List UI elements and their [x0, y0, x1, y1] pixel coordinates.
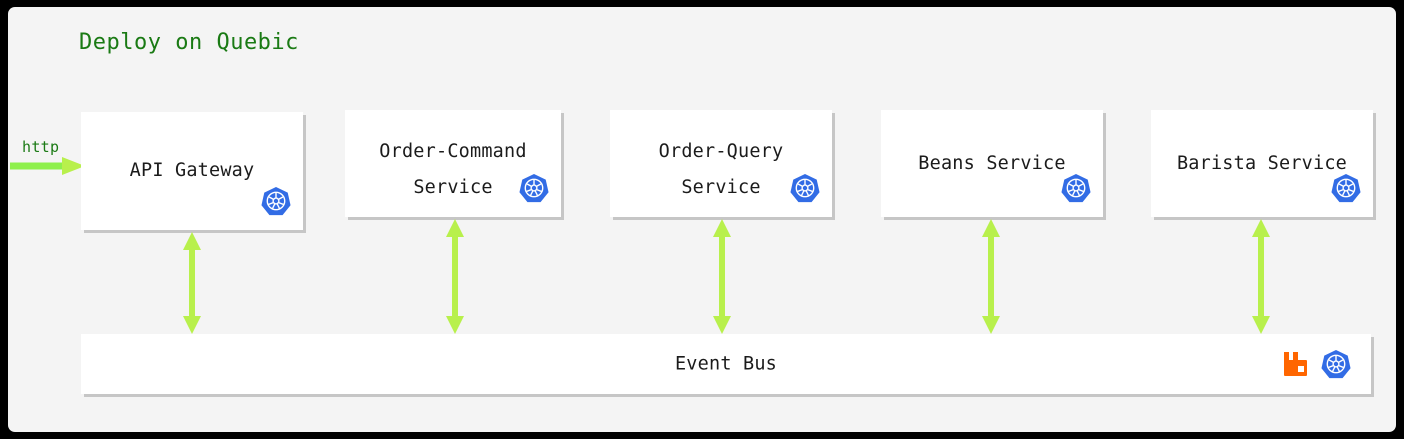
service-label: API Gateway — [129, 160, 255, 181]
bidirectional-arrow-icon — [982, 219, 1000, 334]
bidirectional-arrow-icon — [446, 219, 464, 334]
service-box[interactable]: Beans Service — [881, 110, 1103, 217]
kubernetes-icon — [1321, 349, 1351, 379]
bidirectional-arrow-icon — [1252, 219, 1270, 334]
service-box[interactable]: Barista Service — [1151, 110, 1373, 217]
http-label: http — [22, 138, 60, 156]
service-box[interactable]: Order-Query Service — [610, 110, 832, 217]
service-label: Beans Service — [918, 152, 1066, 174]
service-label: Order-Command Service — [379, 141, 527, 198]
kubernetes-icon — [1061, 173, 1091, 203]
service-label: Barista Service — [1176, 152, 1348, 174]
service-box[interactable]: API Gateway — [81, 112, 303, 230]
event-bus-node[interactable]: Event Bus — [81, 334, 1371, 394]
right-arrow-icon — [10, 157, 85, 175]
kubernetes-icon — [519, 173, 549, 203]
event-bus-label: Event Bus — [674, 353, 778, 375]
kubernetes-icon — [1331, 173, 1361, 203]
bidirectional-arrow-icon — [183, 232, 201, 334]
kubernetes-icon — [790, 173, 820, 203]
rabbitmq-icon — [1284, 352, 1307, 376]
bidirectional-arrow-icon — [713, 219, 731, 334]
service-label: Order-Query Service — [658, 141, 784, 198]
service-box[interactable]: Order-Command Service — [345, 110, 561, 217]
page-title: Deploy on Quebic — [79, 30, 299, 55]
kubernetes-icon — [261, 186, 291, 216]
